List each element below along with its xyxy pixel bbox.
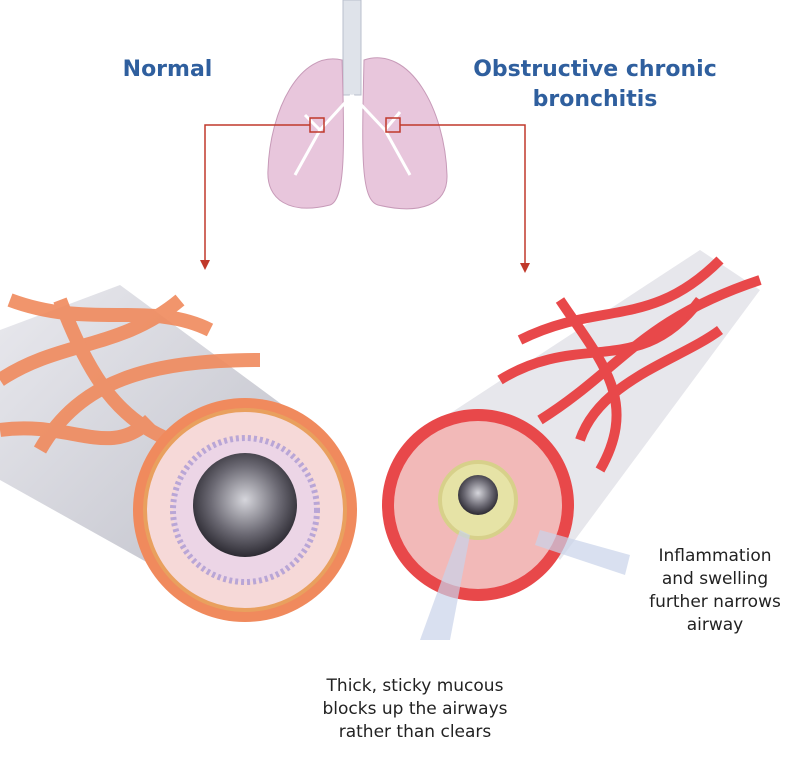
- normal-title: Normal: [122, 57, 213, 82]
- mucous-line: Thick, sticky mucous: [326, 676, 504, 696]
- callout-arrows: [204, 124, 526, 265]
- mucous-pointer: [420, 530, 470, 640]
- inflammation-line: Inflammation: [658, 546, 772, 566]
- obstructive-airway: [382, 250, 762, 640]
- inflammation-line: airway: [686, 615, 744, 635]
- mucous-line: blocks up the airways: [322, 699, 508, 719]
- inflammation-line: and swelling: [661, 569, 769, 589]
- mucous-label: Thick, sticky mucous blocks up the airwa…: [290, 675, 540, 744]
- normal-arrow: [204, 124, 310, 262]
- obstructive-arrow: [400, 124, 526, 265]
- inflammation-label: Inflammation and swelling further narrow…: [620, 545, 805, 637]
- mucous-line: rather than clears: [338, 722, 492, 742]
- lungs-illustration: [267, 0, 448, 210]
- inflammation-line: further narrows: [649, 592, 781, 612]
- obstructive-title: Obstructive chronic bronchitis: [473, 57, 717, 112]
- inflammation-pointer: [535, 530, 630, 575]
- normal-airway: [0, 285, 357, 622]
